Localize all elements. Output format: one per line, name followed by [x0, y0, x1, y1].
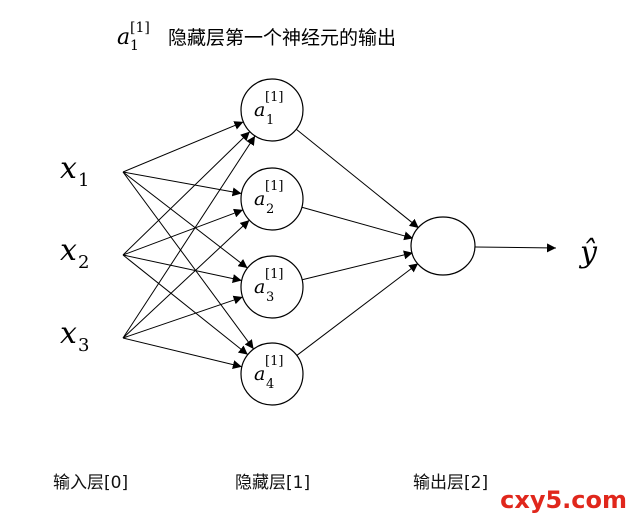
- title-text: 隐藏层第一个神经元的输出: [168, 27, 396, 49]
- edge-x1-a2: [122, 171, 242, 197]
- hidden-node-1-sup: [1]: [265, 90, 283, 105]
- edge-x3-a1: [122, 135, 256, 339]
- input-x3-base: x: [60, 316, 77, 351]
- connections: [122, 121, 557, 369]
- hidden-node-1-sub: 1: [266, 113, 274, 128]
- hidden-node-3-circle: [240, 255, 304, 319]
- input-layer-label: 输入层[0]: [53, 473, 129, 493]
- edge-x2-a4: [122, 254, 249, 356]
- input-x1-base: x: [60, 151, 77, 186]
- hidden-node-4: a [1] 4: [240, 342, 304, 406]
- input-x2-base: x: [60, 233, 77, 268]
- edge-x3-a4: [122, 337, 242, 369]
- watermark: cxy5.com: [500, 486, 627, 514]
- edge-out-yhat: [474, 243, 557, 253]
- hidden-node-4-sup: [1]: [265, 354, 283, 369]
- hidden-node-2-sup: [1]: [265, 179, 283, 194]
- input-x1-sub: 1: [78, 170, 89, 191]
- edge-x2-a3: [122, 254, 242, 284]
- output-layer-label: 输出层[2]: [413, 473, 489, 493]
- hidden-node-2-circle: [240, 167, 304, 231]
- hidden-node-4-circle: [240, 342, 304, 406]
- hidden-node-1-base: a: [254, 99, 265, 121]
- hidden-node-3-sub: 3: [266, 290, 274, 305]
- hidden-node-4-base: a: [254, 363, 265, 385]
- hidden-node-2-sub: 2: [266, 202, 274, 217]
- hidden-node-2-base: a: [254, 188, 265, 210]
- input-x1: x 1: [60, 151, 89, 191]
- edge-x2-a2: [122, 208, 244, 256]
- input-x3: x 3: [60, 316, 89, 356]
- output-node-circle: [410, 216, 476, 276]
- input-x2: x 2: [60, 233, 89, 273]
- edge-x1-a3: [122, 171, 248, 269]
- hidden-layer-label: 隐藏层[1]: [235, 473, 311, 493]
- input-nodes: x 1 x 2 x 3: [60, 151, 89, 356]
- input-x2-sub: 2: [78, 252, 89, 273]
- hidden-node-3: a [1] 3: [240, 255, 304, 319]
- hidden-node-1-circle: [240, 78, 304, 142]
- hidden-nodes: a [1] 1 a [1] 2 a [1] 3 a [1] 4: [240, 78, 304, 406]
- hidden-node-4-sub: 4: [266, 377, 274, 392]
- edge-a2-out: [301, 206, 414, 241]
- edge-a4-out: [296, 262, 419, 356]
- hidden-node-3-base: a: [254, 276, 265, 298]
- title-symbol-base: a: [117, 25, 130, 50]
- title-symbol-sub: 1: [130, 38, 139, 54]
- edge-x1-a4: [122, 171, 255, 350]
- hidden-node-1: a [1] 1: [240, 78, 304, 142]
- output-node: [410, 216, 476, 276]
- title: a 1 [1] 隐藏层第一个神经元的输出: [117, 20, 396, 54]
- output-y-hat-label: ŷ: [578, 235, 598, 270]
- edge-a1-out: [295, 128, 420, 229]
- input-x3-sub: 3: [78, 335, 89, 356]
- edge-a3-out: [302, 250, 413, 281]
- hidden-node-3-sup: [1]: [265, 267, 283, 282]
- title-symbol-sup: [1]: [130, 20, 150, 36]
- edge-x1-a1: [122, 121, 244, 173]
- hidden-node-2: a [1] 2: [240, 167, 304, 231]
- edge-x3-a3: [122, 295, 243, 339]
- edge-x3-a2: [122, 219, 250, 339]
- edge-x2-a1: [122, 131, 251, 256]
